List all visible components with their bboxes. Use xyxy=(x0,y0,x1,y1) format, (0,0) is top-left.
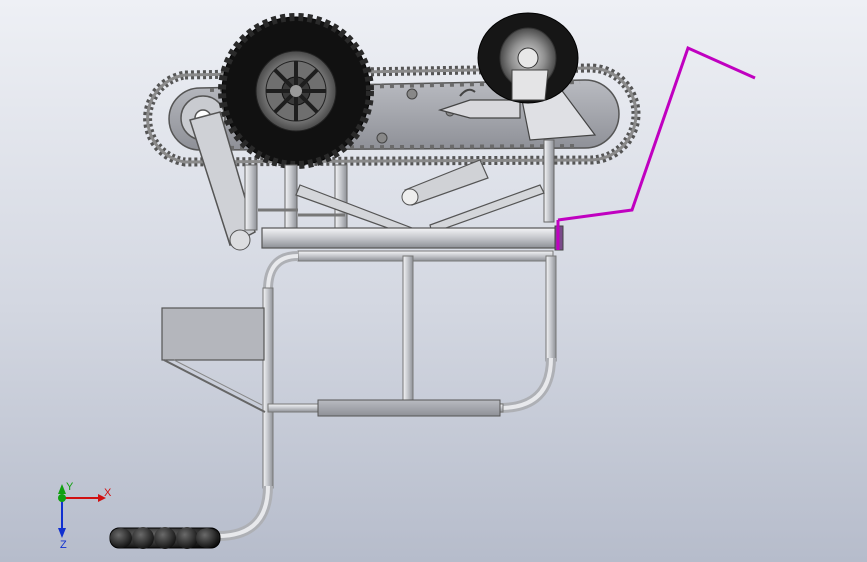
chassis-frame[interactable] xyxy=(189,111,564,251)
hand-grip[interactable] xyxy=(109,527,221,549)
y-axis-label: Y xyxy=(66,481,74,493)
sketch-handle[interactable] xyxy=(556,45,756,250)
side-box[interactable] xyxy=(161,307,266,413)
tube-frame[interactable] xyxy=(217,250,557,541)
x-axis-label: X xyxy=(104,487,112,499)
z-axis-label: Z xyxy=(60,539,67,550)
reference-triad: X Y Z xyxy=(58,481,112,550)
rear-caster-wheel[interactable] xyxy=(477,12,579,104)
front-wheel[interactable] xyxy=(218,13,374,169)
y-axis-dot xyxy=(58,494,66,502)
